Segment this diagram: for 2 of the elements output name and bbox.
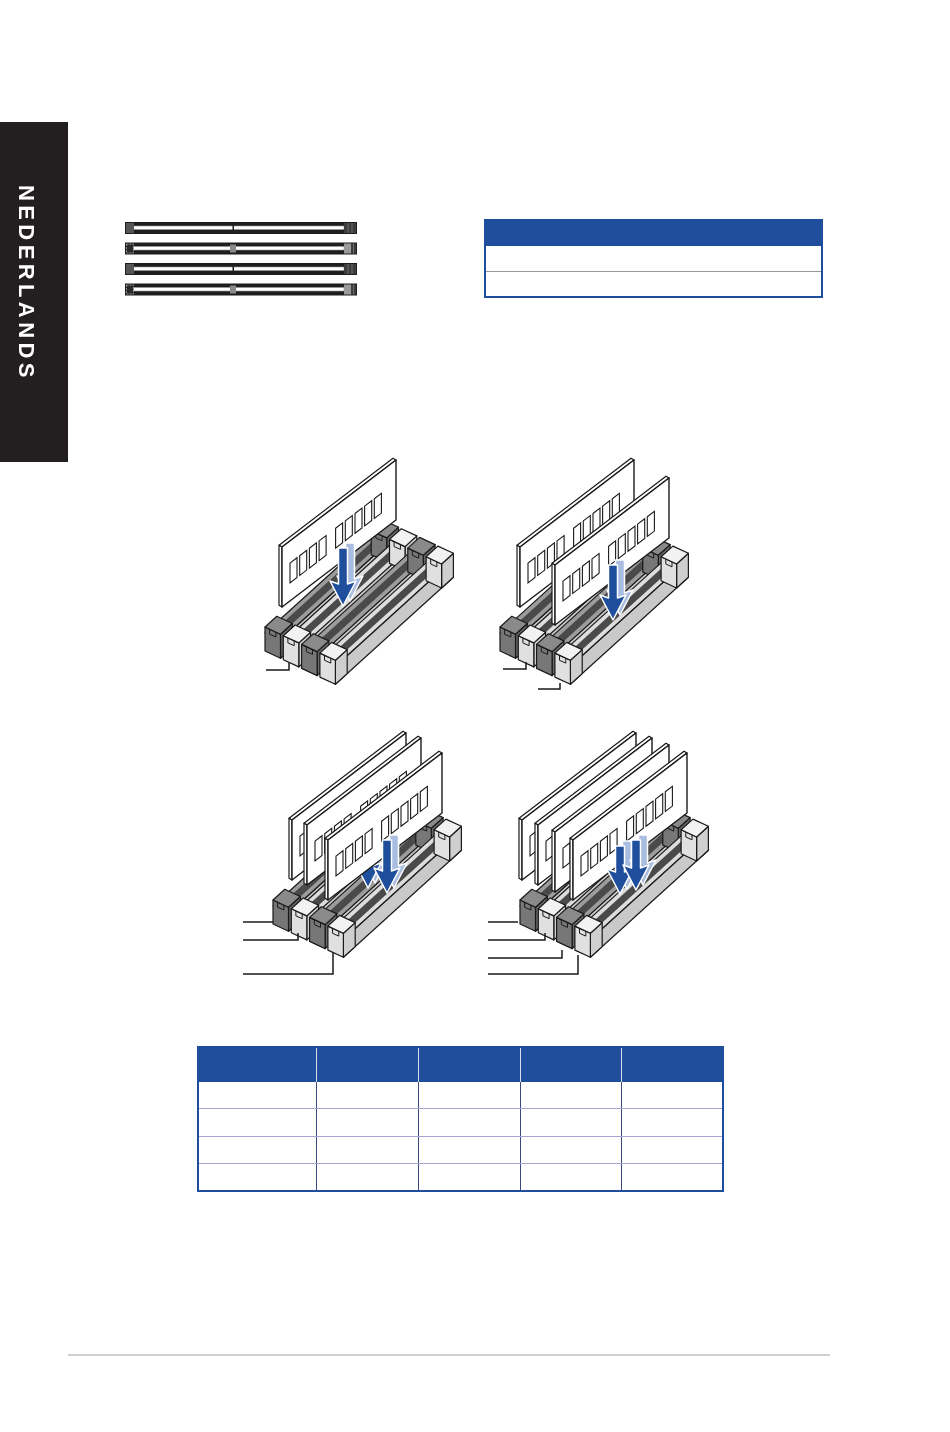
language-tab <box>0 122 68 462</box>
tab-label: NEDERLANDS <box>15 185 37 382</box>
